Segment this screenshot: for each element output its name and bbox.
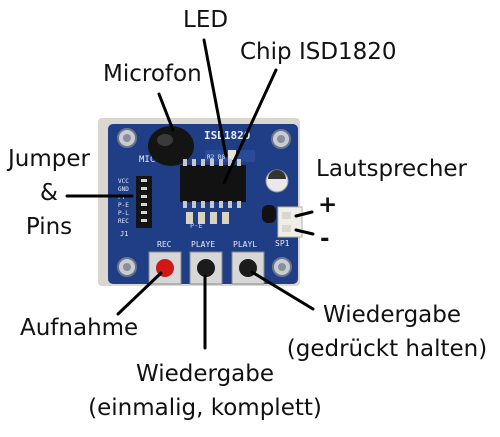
pin-label-gnd: GND xyxy=(118,186,129,193)
play-hold-label-line2: (gedrückt halten) xyxy=(286,336,488,362)
mic-silkscreen: MIC xyxy=(139,155,155,165)
playl-silkscreen: PLAYL xyxy=(233,240,257,249)
speaker-label: Lautsprecher xyxy=(316,156,468,182)
play-once-label-line2: (einmalig, komplett) xyxy=(88,395,322,421)
leader-lines xyxy=(65,38,315,350)
leader-record xyxy=(116,271,163,316)
pin-label-pl: P-L xyxy=(118,210,129,217)
playe-silkscreen: PLAYE xyxy=(191,240,215,249)
chip-label: Chip ISD1820 xyxy=(240,39,397,65)
leader-chip xyxy=(222,68,278,185)
speaker-minus-label: - xyxy=(320,226,330,252)
jumper-label-line3: Pins xyxy=(25,214,73,240)
play-once-label-line1: Wiedergabe xyxy=(135,361,275,387)
led-label: LED xyxy=(183,7,229,33)
play-once-button-cap xyxy=(197,259,215,277)
pin-header xyxy=(136,176,152,228)
speaker-plus-label: + xyxy=(318,192,338,218)
capacitor xyxy=(265,169,289,193)
leader-minus xyxy=(294,228,315,236)
speaker-connector xyxy=(277,206,303,238)
jumper-label-line2: & xyxy=(40,180,58,206)
leader-led xyxy=(202,38,228,158)
pe-silkscreen: P-E xyxy=(190,222,203,230)
led-and-resistors: R2 R8 R5 xyxy=(205,150,255,162)
pin-label-pe: P-E xyxy=(118,202,129,209)
buttons: REC PLAYE PLAYL xyxy=(148,240,265,285)
speaker-silkscreen: SP1 xyxy=(275,239,290,248)
microphone xyxy=(148,126,194,166)
chip-isd1820 xyxy=(180,159,246,224)
board-title-text: ISD1820 xyxy=(204,129,250,142)
pin-label-vcc: VCC xyxy=(118,178,129,185)
record-label: Aufnahme xyxy=(20,315,139,341)
svg-text:R2 R8 R5: R2 R8 R5 xyxy=(207,154,236,161)
rec-silkscreen: REC xyxy=(157,240,172,249)
leader-play-hold xyxy=(250,270,315,311)
header-silkscreen: J1 xyxy=(120,230,128,238)
leader-plus xyxy=(294,210,314,218)
transistor xyxy=(262,205,276,223)
pin-label-rec: REC xyxy=(118,218,129,225)
play-hold-label-line1: Wiedergabe xyxy=(322,302,462,328)
jumper-label-line1: Jumper xyxy=(8,146,90,172)
mic-label: Microfon xyxy=(103,61,202,87)
leader-mic xyxy=(157,92,175,132)
